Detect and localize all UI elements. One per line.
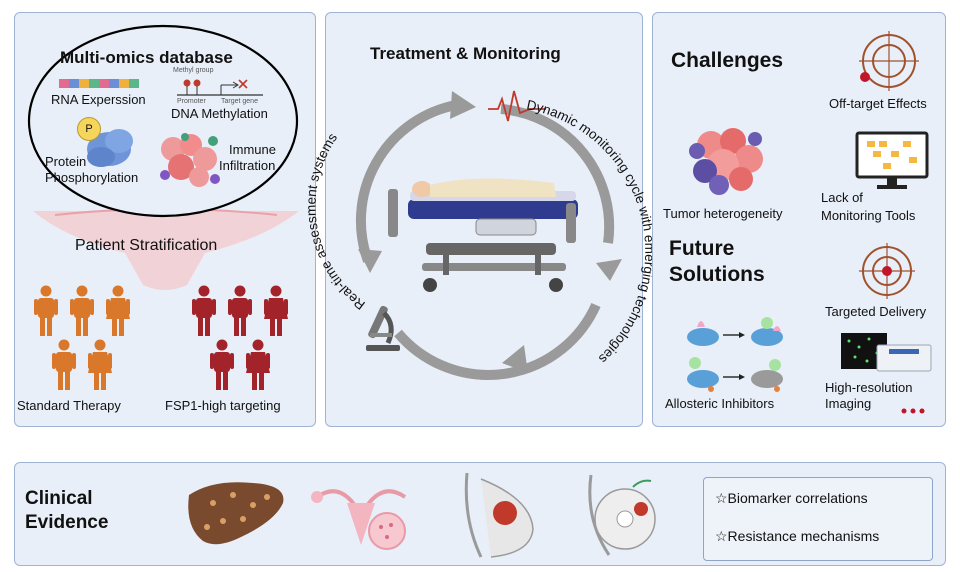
target-gene-label: Target gene [221, 98, 258, 105]
treatment-panel: Treatment & Monitoring Real-time assessm… [303, 12, 657, 427]
phospho-badge: P [77, 117, 101, 141]
evidence-box [703, 477, 933, 561]
breast-cross-section-icon [588, 474, 656, 556]
imaging-icon [841, 333, 932, 372]
clinical-title-line2: Evidence [25, 512, 109, 533]
tumor-icon [689, 128, 763, 195]
rna-label: RNA Experssion [51, 92, 146, 107]
immune-cells-icon [160, 133, 220, 187]
future-title-line1: Future [669, 237, 735, 260]
lack-label-line2: Monitoring Tools [821, 208, 916, 223]
allosteric-label: Allosteric Inhibitors [665, 396, 775, 411]
allosteric-icon [687, 317, 783, 392]
dna-methylation-label: DNA Methylation [171, 106, 268, 121]
methyl-group-label: Methyl group [173, 67, 214, 74]
lack-label-line1: Lack of [821, 190, 863, 205]
person-icon [192, 285, 216, 336]
imaging-label-line2: Imaging [825, 396, 872, 411]
database-title: Multi-omics database [60, 48, 233, 67]
treatment-title: Treatment & Monitoring [370, 44, 561, 63]
cycle-right-label: Dynamic monitoring cycle with emerging t… [525, 97, 657, 366]
immune-label-line2: Infiltration [219, 158, 276, 173]
protein-label-line2: Phosphorylation [45, 170, 139, 185]
microscope-icon [366, 305, 400, 351]
monitor-icon [855, 131, 929, 189]
immune-label-line1: Immune [229, 142, 276, 157]
person-icon [88, 339, 112, 390]
rna-sequence-icon [59, 79, 139, 88]
svg-text:Dynamic monitoring cycle with: Dynamic monitoring cycle with emerging t… [525, 97, 657, 366]
database-oval [27, 24, 299, 290]
challenges-title: Challenges [671, 49, 784, 72]
person-icon [70, 285, 94, 336]
ecg-icon [488, 90, 546, 122]
liver-icon [188, 482, 284, 545]
fsp1-group [191, 285, 301, 395]
off-target-label: Off-target Effects [829, 96, 927, 111]
clinical-evidence-panel: Clinical Evidence ☆Biomarker correlation… [14, 462, 946, 566]
standard-therapy-group [33, 285, 143, 395]
protein-icon [87, 129, 133, 167]
monitoring-cycle: Real-time assessment systems Dynamic mon… [303, 90, 657, 380]
stratification-label: Patient Stratification [75, 237, 218, 254]
multi-omics-panel: Multi-omics database RNA Experssion Meth… [14, 12, 316, 427]
dots-icon [901, 408, 925, 414]
fsp1-label: FSP1-high targeting [165, 398, 281, 413]
uterus-icon [311, 489, 407, 550]
person-icon [228, 285, 252, 336]
evidence-item-resistance: ☆Resistance mechanisms [715, 528, 880, 544]
promoter-label: Promoter [177, 98, 206, 105]
challenges-panel: Challenges Off-target Effects Tumor hete… [652, 12, 946, 427]
off-target-icon [859, 31, 919, 91]
hospital-bed-icon [388, 178, 578, 292]
person-icon [210, 339, 234, 390]
person-icon [246, 339, 270, 390]
standard-therapy-label: Standard Therapy [17, 398, 121, 413]
person-icon [52, 339, 76, 390]
targeted-delivery-icon [859, 243, 915, 299]
tumor-label: Tumor heterogeneity [663, 206, 783, 221]
future-title-line2: Solutions [669, 263, 765, 286]
dna-methylation-icon [177, 79, 263, 96]
evidence-item-biomarker: ☆Biomarker correlations [715, 490, 868, 506]
protein-label-line1: Protein [45, 154, 87, 169]
person-icon [264, 285, 288, 336]
person-icon [106, 285, 130, 336]
clinical-title-line1: Clinical [25, 488, 93, 509]
breast-icon [464, 472, 534, 558]
person-icon [34, 285, 58, 336]
targeted-label: Targeted Delivery [825, 304, 927, 319]
imaging-label-line1: High-resolution [825, 380, 913, 395]
